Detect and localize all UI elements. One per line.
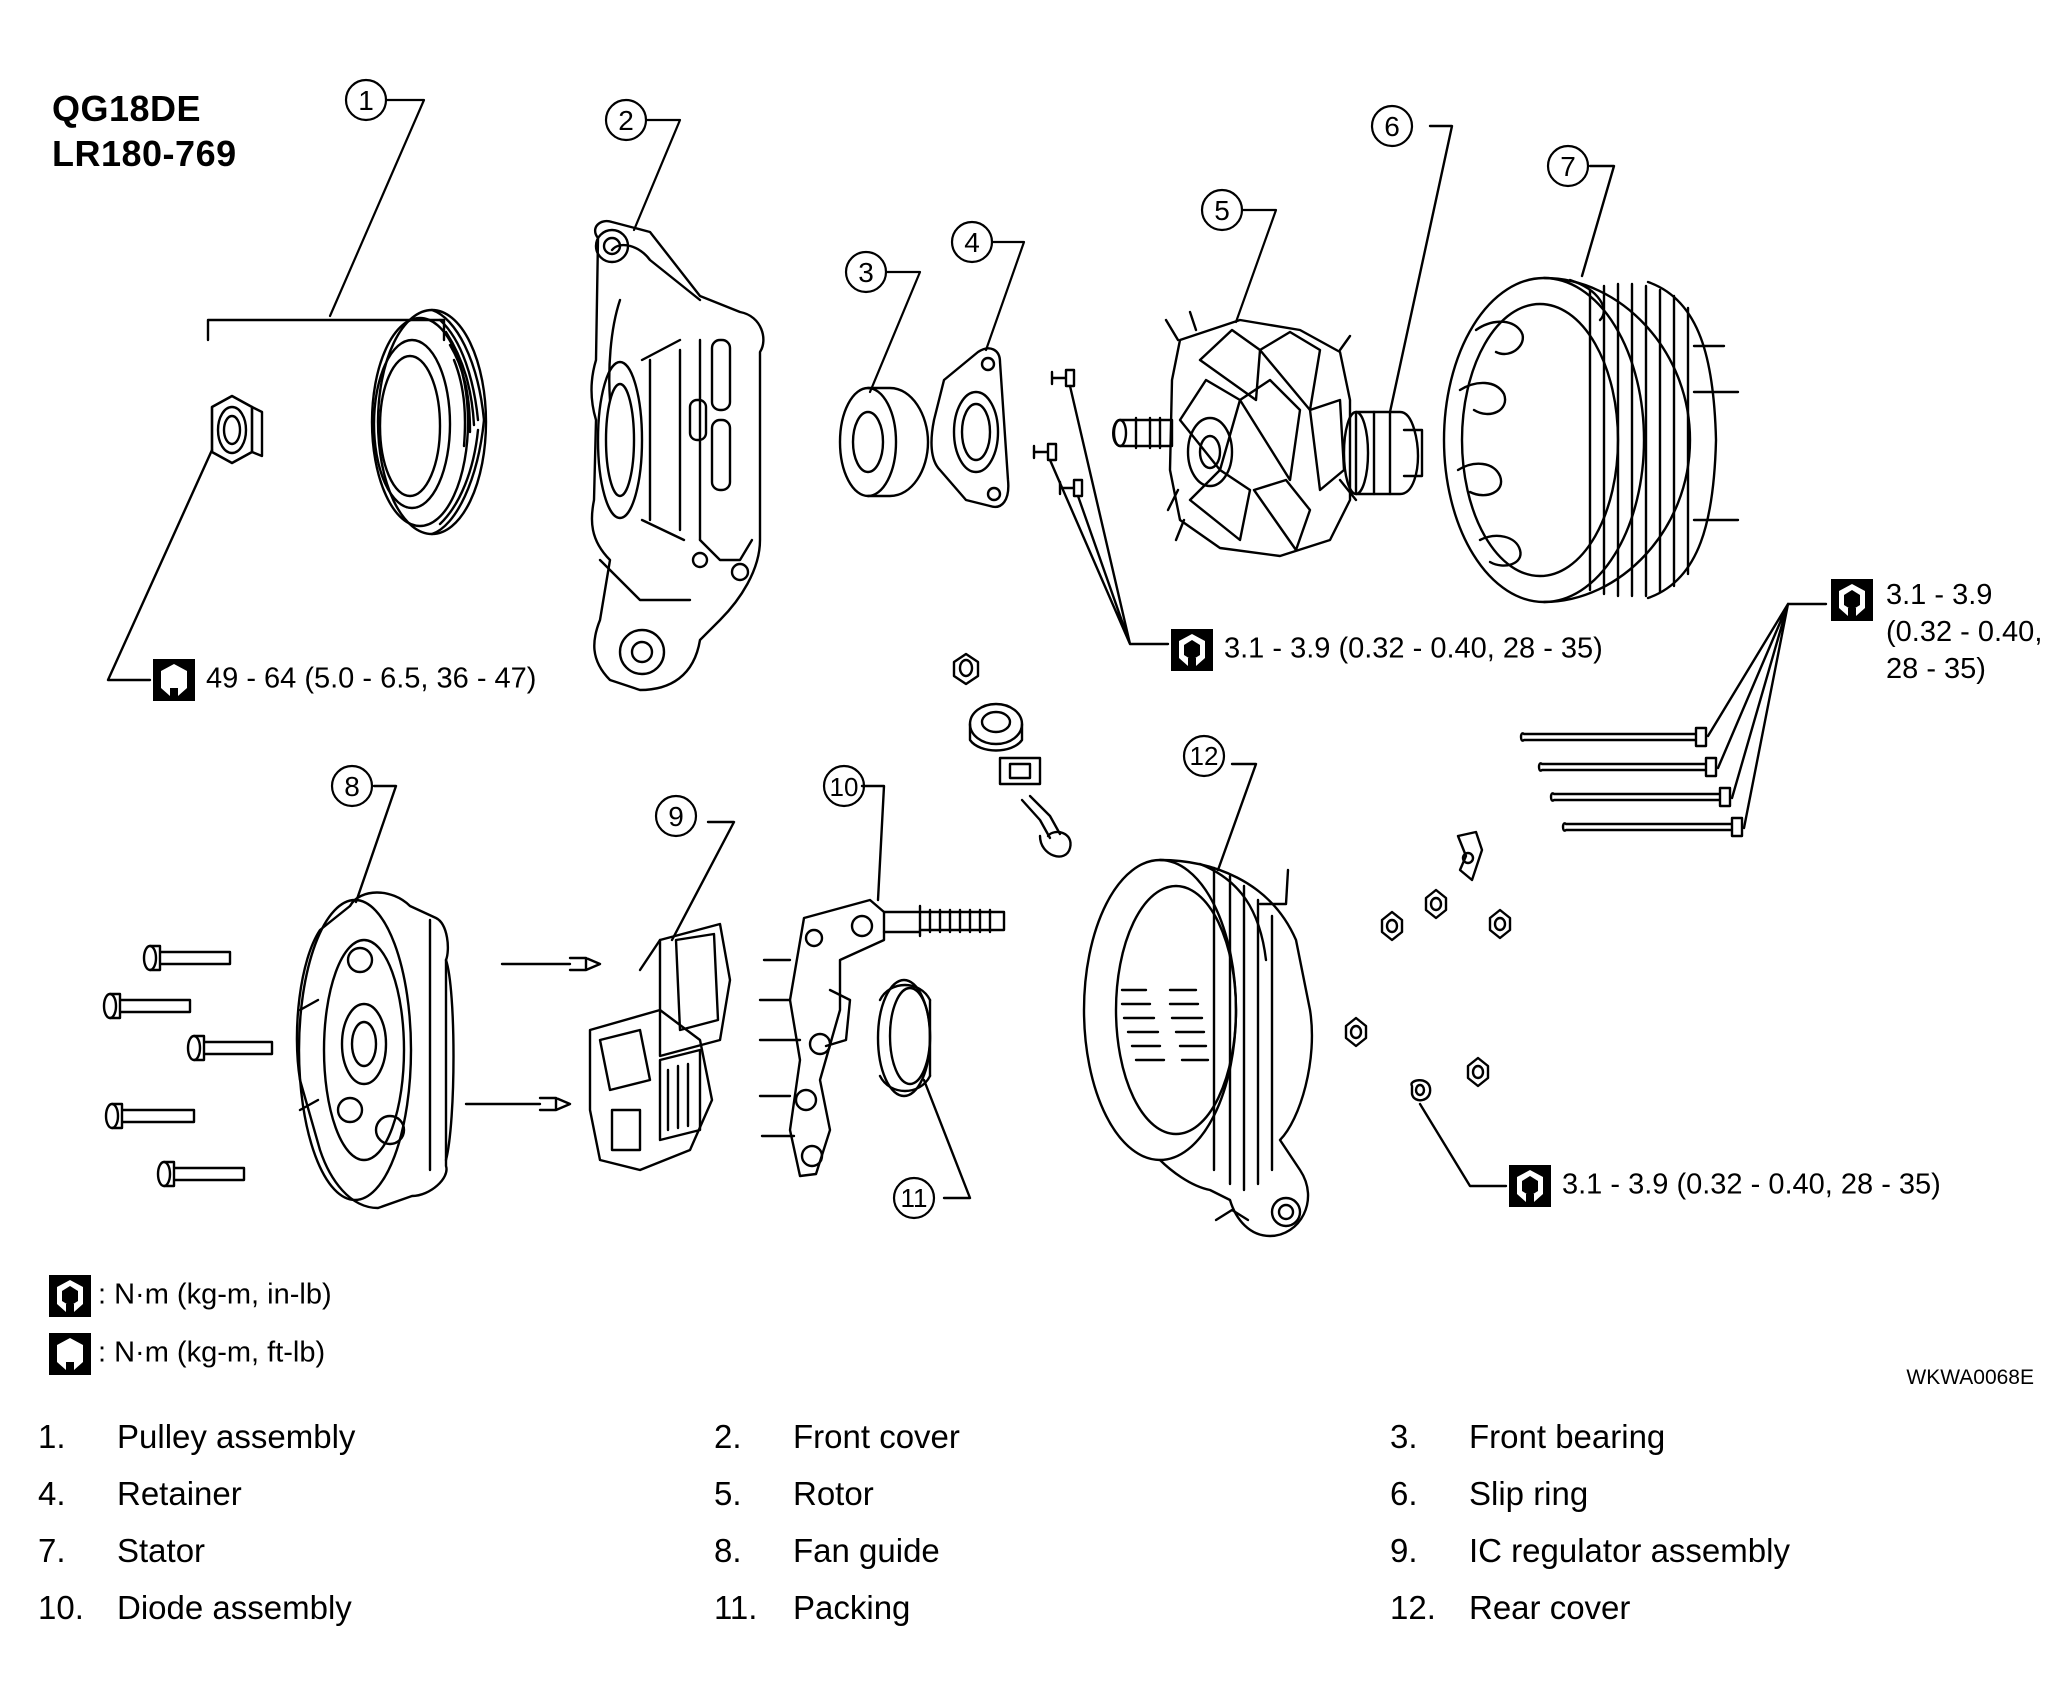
fan-guide-screws xyxy=(102,944,274,1188)
torque-value: 49 - 64 (5.0 - 6.5, 36 - 47) xyxy=(206,662,537,695)
callout-7: 7 xyxy=(1560,151,1576,182)
torque-wrench-outline-icon xyxy=(49,1333,91,1375)
list-item: 10.Diode assembly xyxy=(38,1589,352,1626)
retainer-screws xyxy=(1032,368,1084,498)
list-item: 4.Retainer xyxy=(38,1475,242,1512)
callout-10: 10 xyxy=(830,772,859,802)
torque-value: 3.1 - 3.9 (0.32 - 0.40, 28 - 35) xyxy=(1224,632,1603,665)
callout-9: 9 xyxy=(668,801,684,832)
callout-12: 12 xyxy=(1190,741,1219,771)
legend-in-lb: : N·m (kg-m, in-lb) xyxy=(48,1274,332,1318)
callout-5: 5 xyxy=(1214,195,1230,226)
list-item: 5.Rotor xyxy=(714,1475,874,1512)
list-item: 1.Pulley assembly xyxy=(38,1418,356,1455)
rear-cover-part xyxy=(1082,762,1314,1238)
packing-part xyxy=(876,978,972,1200)
ic-regulator-part xyxy=(464,820,736,1172)
slip-ring-part xyxy=(1342,124,1454,496)
front-bearing-part xyxy=(838,386,930,498)
list-item: 8.Fan guide xyxy=(714,1532,940,1569)
engine-code: QG18DE xyxy=(52,88,202,129)
torque-spec-through-bolts xyxy=(1830,578,1884,622)
callout-1: 1 xyxy=(358,85,374,116)
figure-code: WKWA0068E xyxy=(1906,1366,2034,1389)
torque-value-through-bolts-line1: 3.1 - 3.9 xyxy=(1886,579,1993,611)
callout-8: 8 xyxy=(344,771,360,802)
torque-wrench-filled-icon xyxy=(1509,1165,1551,1207)
pulley-assembly-part xyxy=(106,308,488,682)
callout-2: 2 xyxy=(618,105,634,136)
retainer-part xyxy=(930,347,1170,646)
callout-6: 6 xyxy=(1384,111,1400,142)
torque-wrench-filled-icon xyxy=(1171,629,1213,671)
rotor-part xyxy=(1112,310,1358,558)
rear-cover-nuts xyxy=(1344,830,1512,1188)
torque-wrench-outline-icon xyxy=(153,659,195,701)
torque-spec-rear-cover-nuts: 3.1 - 3.9 (0.32 - 0.40, 28 - 35) xyxy=(1508,1164,1941,1208)
callout-4: 4 xyxy=(964,227,980,258)
legend-in-lb-text: : N·m (kg-m, in-lb) xyxy=(98,1278,332,1311)
legend-ft-lb: : N·m (kg-m, ft-lb) xyxy=(48,1332,325,1376)
diode-assembly-part xyxy=(758,784,1006,1178)
torque-value-through-bolts-line2: (0.32 - 0.40, xyxy=(1886,616,2043,648)
front-cover-part xyxy=(590,219,765,692)
legend-ft-lb-text: : N·m (kg-m, ft-lb) xyxy=(98,1336,326,1369)
through-bolts xyxy=(1519,602,1828,838)
list-item: 12.Rear cover xyxy=(1390,1589,1631,1626)
callout-11: 11 xyxy=(901,1183,928,1213)
pulley xyxy=(370,308,488,536)
list-item: 11.Packing xyxy=(714,1589,911,1626)
stator-part xyxy=(1442,164,1740,604)
torque-wrench-filled-icon xyxy=(1831,579,1873,621)
list-item: 6.Slip ring xyxy=(1390,1475,1589,1512)
list-item: 3.Front bearing xyxy=(1390,1418,1666,1455)
list-item: 2.Front cover xyxy=(714,1418,960,1455)
terminal-insulators xyxy=(952,652,1072,858)
callout-circles xyxy=(328,78,1590,1220)
alternator-model: LR180-769 xyxy=(52,133,237,174)
torque-value-through-bolts-line3: 28 - 35) xyxy=(1886,653,1986,685)
torque-wrench-filled-icon xyxy=(49,1275,91,1317)
fan-guide-part xyxy=(102,784,455,1210)
torque-value: 3.1 - 3.9 (0.32 - 0.40, 28 - 35) xyxy=(1562,1168,1941,1201)
callout-numbers: 1 2 3 4 5 6 7 8 9 10 11 12 xyxy=(344,85,1576,1213)
list-item: 7.Stator xyxy=(38,1532,206,1569)
callout-3: 3 xyxy=(858,257,874,288)
list-item: 9.IC regulator assembly xyxy=(1390,1532,1790,1569)
pulley-nut xyxy=(210,394,264,465)
torque-spec-pulley-nut: 49 - 64 (5.0 - 6.5, 36 - 47) xyxy=(152,658,536,702)
torque-spec-retainer-screws: 3.1 - 3.9 (0.32 - 0.40, 28 - 35) xyxy=(1170,628,1603,672)
